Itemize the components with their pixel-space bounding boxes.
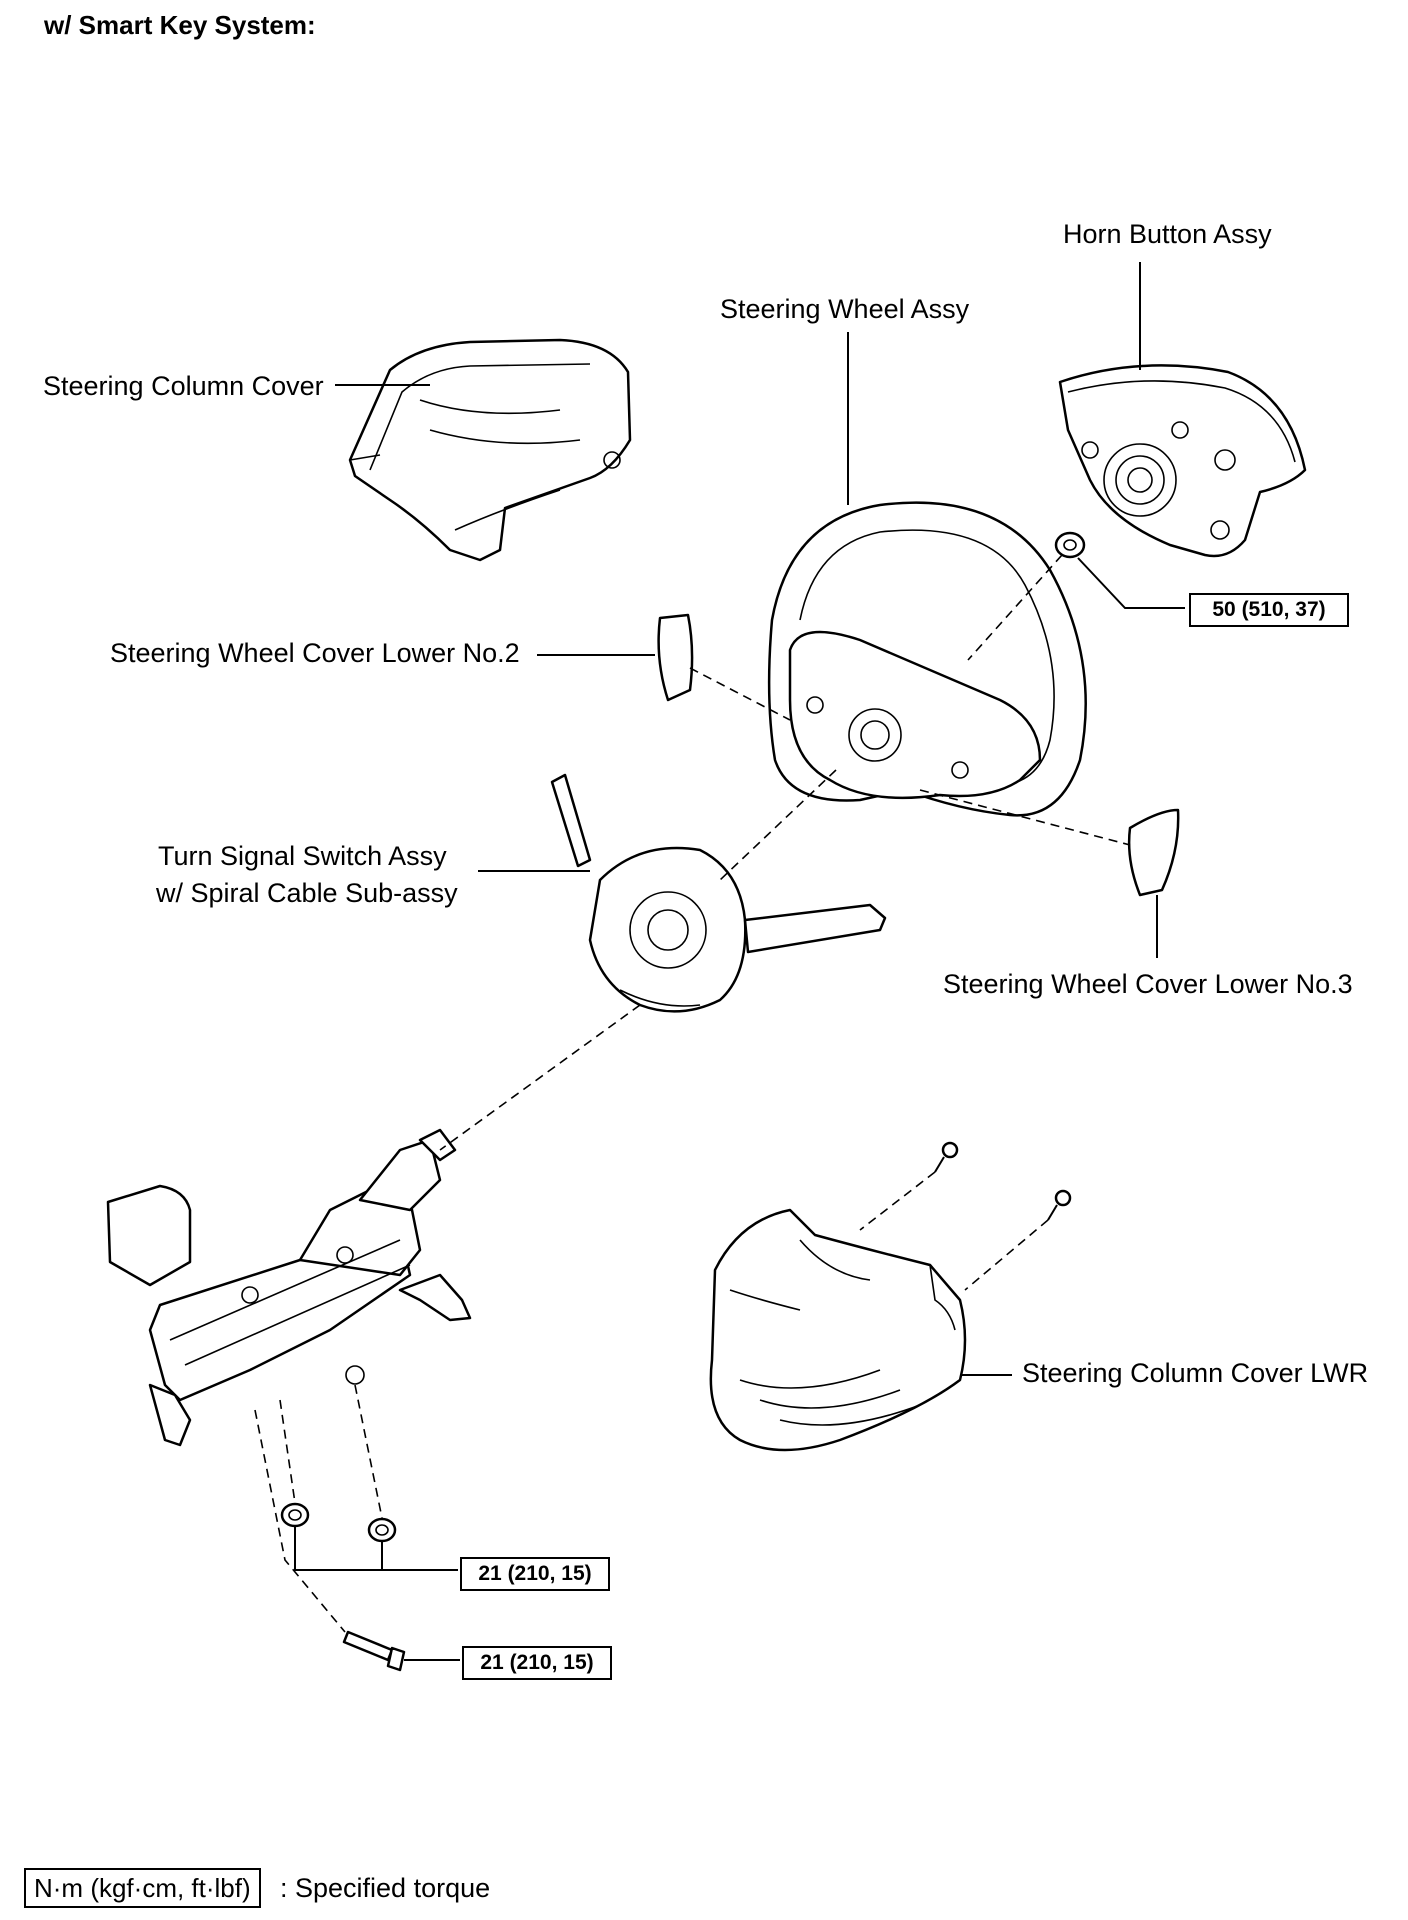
cover-lower-no2-part xyxy=(657,613,694,702)
leader-lines xyxy=(294,262,1185,1661)
torque-spec-column-bolt: 21 (210, 15) xyxy=(462,1646,612,1680)
column-nut-1 xyxy=(280,1502,310,1528)
steering-column-cover-part xyxy=(348,338,632,562)
torque-spec-column-nuts: 21 (210, 15) xyxy=(460,1557,610,1591)
label-cover-lower-no2: Steering Wheel Cover Lower No.2 xyxy=(110,638,520,668)
label-cover-lower-no3: Steering Wheel Cover Lower No.3 xyxy=(943,969,1353,999)
torque-spec-horn-nut: 50 (510, 37) xyxy=(1189,593,1349,627)
page-header: w/ Smart Key System: xyxy=(44,10,316,40)
label-steering-wheel-assy: Steering Wheel Assy xyxy=(720,294,970,324)
cover-lwr-screw-2 xyxy=(1047,1189,1072,1221)
label-steering-column-cover: Steering Column Cover xyxy=(43,371,324,401)
legend-specified-torque: : Specified torque xyxy=(280,1873,491,1903)
horn-nut-part xyxy=(1054,531,1086,559)
assembly-axes xyxy=(254,554,1131,1633)
steering-column-part xyxy=(106,1128,472,1447)
steering-column-cover-lwr-part xyxy=(709,1208,967,1452)
turn-signal-switch-assy-part xyxy=(550,773,887,1013)
label-column-cover-lwr: Steering Column Cover LWR xyxy=(1022,1358,1369,1388)
cover-lwr-screw-1 xyxy=(934,1141,959,1173)
horn-button-assy-part xyxy=(1058,364,1307,558)
legend-torque-units-box: N·m (kgf·cm, ft·lbf) xyxy=(24,1868,261,1908)
steering-wheel-assy-part xyxy=(767,501,1087,817)
cover-lower-no3-part xyxy=(1127,808,1180,897)
label-horn-button-assy: Horn Button Assy xyxy=(1063,219,1272,249)
column-nut-2 xyxy=(367,1517,397,1543)
label-turn-signal-switch: Turn Signal Switch Assy xyxy=(158,841,447,871)
label-spiral-cable: w/ Spiral Cable Sub-assy xyxy=(156,878,458,908)
column-bolt-part xyxy=(342,1630,406,1672)
